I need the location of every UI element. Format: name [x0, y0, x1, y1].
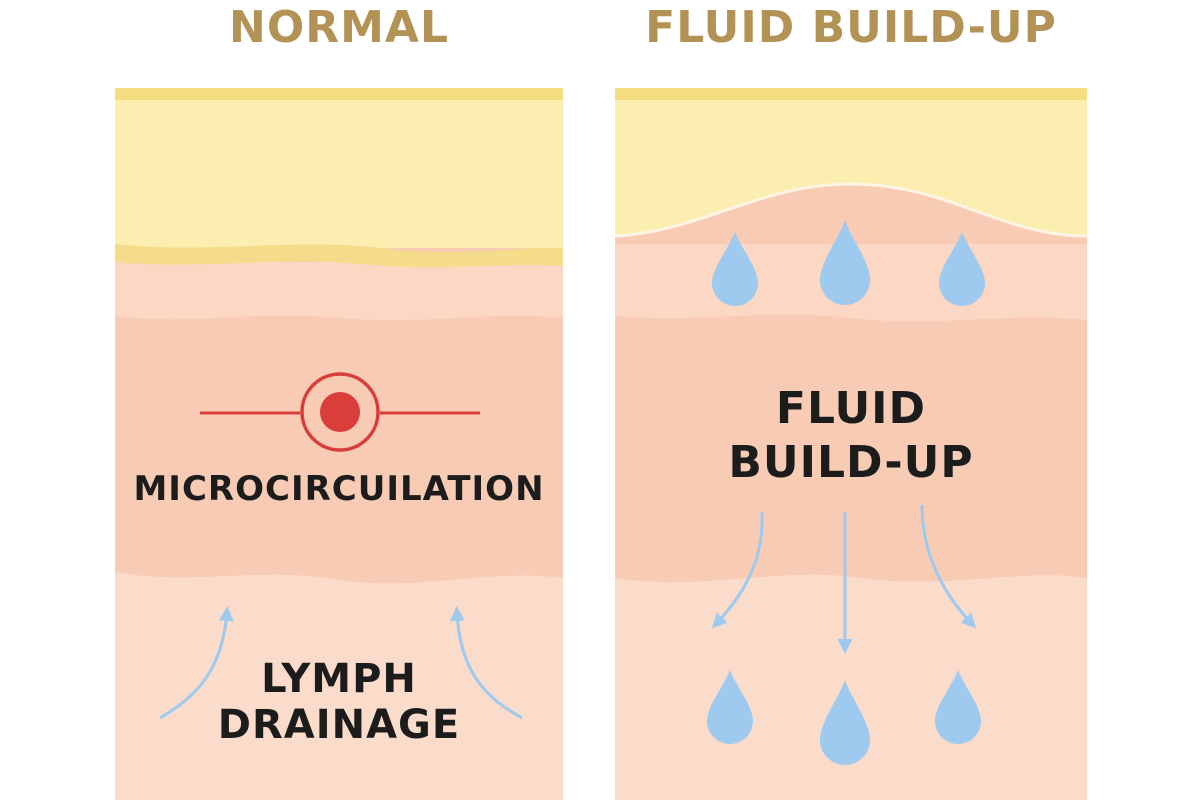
lymph-drainage-label: LYMPH DRAINAGE	[115, 656, 563, 748]
fluid-label-line2: BUILD-UP	[728, 437, 974, 488]
normal-title: NORMAL	[229, 2, 449, 53]
skin-lower-layer	[615, 574, 1087, 800]
fat-layer	[615, 88, 1087, 236]
droplet-icon	[935, 670, 981, 744]
skin-upper-layer	[115, 262, 563, 321]
down-arrow-icon	[711, 511, 764, 629]
up-arrow-icon	[449, 606, 523, 720]
fluid-build-up-label: FLUID BUILD-UP	[615, 382, 1087, 490]
droplet-icon	[820, 680, 870, 765]
skin-lower-layer	[115, 572, 563, 800]
fat-boundary	[614, 182, 1088, 238]
up-arrow-icon	[159, 606, 234, 720]
fat-boundary	[115, 244, 563, 268]
fat-top-band	[115, 88, 563, 100]
lymph-drainage-line1: LYMPH	[261, 656, 417, 702]
microcirculation-label: MICROCIRCUILATION	[133, 469, 545, 509]
fat-top-band	[615, 88, 1087, 100]
fluid-panel	[614, 88, 1088, 800]
fluid-label-line1: FLUID	[775, 383, 927, 434]
fluid-build-up-title: FLUID BUILD-UP	[645, 2, 1057, 53]
down-arrow-icon	[920, 504, 977, 629]
lymph-drainage-line2: DRAINAGE	[217, 702, 461, 748]
blood-vessel-icon	[200, 372, 480, 452]
normal-panel	[115, 88, 563, 800]
fat-layer	[115, 88, 563, 248]
droplet-icon	[707, 670, 753, 744]
droplet-icon	[939, 232, 985, 306]
droplet-icon	[712, 232, 758, 306]
droplet-icon	[820, 220, 870, 305]
